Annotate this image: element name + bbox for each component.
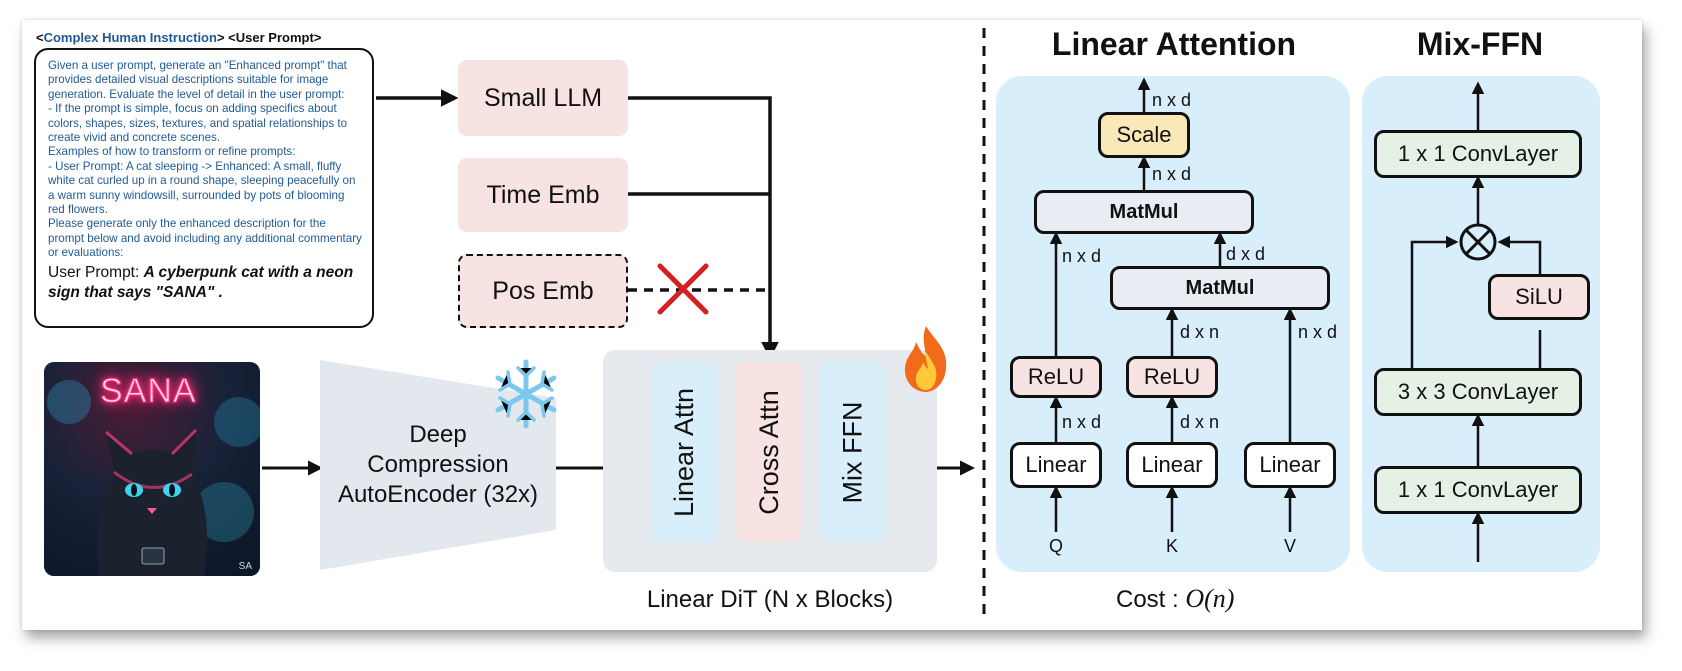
dim-out: n x d [1152,90,1192,110]
matmul-mid-label: MatMul [1185,276,1255,299]
pos-emb-box: Pos Emb [458,254,628,328]
instruction-box: Given a user prompt, generate an "Enhanc… [34,48,374,328]
instruction-body: Given a user prompt, generate an "Enhanc… [48,59,362,260]
small-llm-box: Small LLM [458,60,628,136]
ffn-right-branch [1497,235,1542,284]
image-watermark: SA [238,561,252,572]
autoencoder-line-3: AutoEncoder (32x) [337,481,539,508]
pos-emb-label: Pos Emb [492,276,594,305]
scale-label: Scale [1116,122,1172,147]
dim-v-branch: n x d [1298,322,1338,342]
conv-top-label: 1 x 1 ConvLayer [1397,141,1559,166]
autoencoder-shape [320,360,556,570]
relu-k-label: ReLU [1143,364,1201,389]
cost-prefix: Cost : [1116,586,1186,613]
conv-bottom-node: 1 x 1 ConvLayer [1374,466,1582,514]
conv-bottom-label: 1 x 1 ConvLayer [1397,477,1559,502]
linear-k-node: Linear [1126,442,1218,488]
conv-mid-node: 3 x 3 ConvLayer [1374,368,1582,416]
fire-icon [904,326,947,392]
time-emb-box: Time Emb [458,158,628,232]
dim-scale-in: n x d [1152,164,1192,184]
relu-k-node: ReLU [1126,356,1218,398]
user-prompt-text: A cyberpunk cat with a neon sign that sa… [48,263,354,301]
dim-q-lin-out: n x d [1062,412,1102,432]
ffn-left-branch [1410,235,1459,368]
dim-k-lin-out: d x n [1180,412,1220,432]
mix-ffn-block: Mix FFN [820,362,886,542]
silu-label: SiLU [1515,284,1563,309]
tag-open: < [36,30,44,45]
linear-v-label: Linear [1259,452,1321,477]
cost-formula: O(n) [1185,584,1235,613]
mix-ffn-title: Mix-FFN [1416,26,1544,62]
relu-q-label: ReLU [1027,364,1085,389]
dit-caption: Linear DiT (N x Blocks) [646,586,894,613]
dim-k-relu-out: d x n [1180,322,1220,342]
cross-attn-block: Cross Attn [736,362,802,542]
user-prompt-line: User Prompt: A cyberpunk cat with a neon… [48,263,362,303]
conv-top-node: 1 x 1 ConvLayer [1374,130,1582,178]
input-k: K [1166,536,1179,556]
cost-label: Cost : O(n) [1116,584,1234,614]
cyberpunk-cat-image: SANA SA [44,362,260,576]
dim-q-branch: n x d [1062,246,1102,266]
autoencoder-line-2: Compression [367,451,509,478]
relu-q-node: ReLU [1010,356,1102,398]
dim-kv: d x d [1226,244,1266,264]
llm-to-dit-line [628,96,779,360]
neon-sign: SANA [100,372,197,411]
matmul-mid-node: MatMul [1110,266,1330,310]
pos-emb-red-cross [657,263,709,315]
cat-illustration [44,362,260,576]
conv-mid-label: 3 x 3 ConvLayer [1397,379,1559,404]
linear-attn-block: Linear Attn [652,362,718,542]
scale-node: Scale [1098,112,1190,158]
linear-attention-title: Linear Attention [1051,26,1297,62]
matmul-top-node: MatMul [1034,190,1254,234]
user-prompt-label: User Prompt: [48,263,144,281]
matmul-top-label: MatMul [1109,200,1179,223]
time-emb-label: Time Emb [486,180,600,209]
complex-instruction-label: Complex Human Instruction [43,30,217,45]
snowflake-icon [495,359,557,429]
autoencoder-label: Deep Compression AutoEncoder (32x) [320,420,556,510]
linear-v-node: Linear [1244,442,1336,488]
silu-node: SiLU [1488,274,1590,320]
linear-k-label: Linear [1141,452,1203,477]
linear-q-label: Linear [1025,452,1087,477]
user-prompt-tag-label: User Prompt [235,30,314,45]
multiply-icon [1459,223,1497,261]
instruction-header: <Complex Human Instruction> <User Prompt… [36,30,321,45]
tag-close: > [313,30,322,45]
input-v: V [1284,536,1297,556]
linear-q-node: Linear [1010,442,1102,488]
tag-middle: > < [216,30,236,45]
small-llm-label: Small LLM [483,83,603,112]
autoencoder-line-1: Deep [409,421,467,448]
input-q: Q [1049,536,1064,556]
